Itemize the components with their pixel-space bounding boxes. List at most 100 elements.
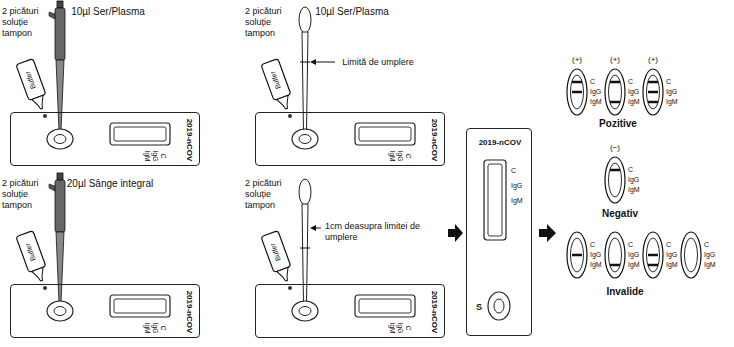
result-cassette bbox=[681, 232, 701, 278]
line-marker: IgG bbox=[511, 182, 522, 190]
test-line bbox=[648, 91, 658, 94]
line-marker: IgG bbox=[628, 88, 639, 96]
step-note: 2 picături soluție tampon bbox=[2, 178, 52, 211]
test-cassette: 2019-nCOVCIgGIgMS bbox=[466, 128, 532, 336]
device-name: 2019-nCOV bbox=[429, 119, 439, 162]
line-marker: C bbox=[590, 78, 595, 86]
result-label: (+) bbox=[610, 55, 620, 65]
test-line bbox=[648, 101, 658, 104]
sample-well bbox=[494, 299, 504, 313]
line-marker: C bbox=[704, 241, 709, 249]
result-window bbox=[647, 75, 660, 109]
line-marker: IgM bbox=[628, 98, 640, 106]
result-cassette bbox=[567, 232, 587, 278]
line-marker: C bbox=[404, 154, 412, 159]
line-marker: IgM bbox=[704, 261, 716, 269]
fill-mark bbox=[300, 248, 310, 249]
line-marker: IgG bbox=[704, 251, 715, 259]
result-label: (+) bbox=[572, 55, 582, 65]
device-name: 2019-nCOV bbox=[184, 119, 194, 162]
sample-well bbox=[488, 292, 510, 320]
arrowhead bbox=[310, 225, 316, 231]
line-marker: IgG bbox=[628, 176, 639, 184]
drop bbox=[43, 114, 47, 118]
line-marker: C bbox=[590, 241, 595, 249]
arrowhead bbox=[310, 59, 316, 65]
line-marker: C bbox=[159, 154, 167, 159]
result-window bbox=[609, 75, 622, 109]
fill-note: Limită de umplere bbox=[342, 57, 414, 68]
fill-note: 1cm deasupra limitei de umplere bbox=[325, 221, 435, 243]
drop bbox=[43, 286, 47, 290]
result-window bbox=[609, 163, 622, 197]
test-line bbox=[648, 81, 658, 84]
step-note: 20µl Sânge integral bbox=[67, 178, 153, 190]
line-marker: IgM bbox=[511, 197, 523, 205]
step-note: 2 picături soluție tampon bbox=[245, 178, 295, 211]
device-name: 2019-nCOV bbox=[184, 291, 194, 334]
test-line bbox=[572, 81, 582, 84]
line-marker: IgM bbox=[143, 323, 151, 334]
device-name: 2019-nCOV bbox=[479, 138, 522, 148]
result-label: Pozitive bbox=[599, 118, 637, 130]
result-label: Negativ bbox=[602, 208, 638, 220]
sample-marker: S bbox=[476, 302, 482, 313]
line-marker: IgM bbox=[666, 261, 678, 269]
line-marker: C bbox=[159, 326, 167, 331]
line-marker: IgM bbox=[666, 98, 678, 106]
line-marker: IgM bbox=[143, 151, 151, 162]
line-marker: IgM bbox=[628, 261, 640, 269]
test-line bbox=[610, 81, 620, 84]
step-note: 2 picături soluție tampon bbox=[2, 6, 52, 39]
line-marker: IgG bbox=[151, 323, 159, 333]
line-marker: C bbox=[628, 241, 633, 249]
line-marker: IgM bbox=[590, 98, 602, 106]
line-marker: IgM bbox=[388, 151, 396, 162]
device-name: 2019-nCOV bbox=[429, 291, 439, 334]
line-marker: IgG bbox=[666, 251, 677, 259]
test-line bbox=[610, 169, 620, 172]
result-window bbox=[571, 75, 584, 109]
line-marker: IgG bbox=[666, 88, 677, 96]
test-line bbox=[572, 254, 582, 257]
test-line bbox=[648, 254, 658, 257]
result-window bbox=[488, 164, 502, 236]
result-window bbox=[685, 238, 698, 272]
result-cassette bbox=[605, 232, 625, 278]
drop bbox=[288, 114, 292, 118]
flow-arrow bbox=[539, 224, 556, 242]
result-window bbox=[647, 238, 660, 272]
result-label: (−) bbox=[610, 143, 620, 153]
leader-line bbox=[314, 62, 335, 63]
step-note: 2 picături soluție tampon bbox=[245, 6, 295, 39]
line-marker: C bbox=[404, 326, 412, 331]
line-marker: IgG bbox=[396, 151, 404, 161]
result-window bbox=[609, 238, 622, 272]
test-cassette: 2019-nCOVCIgGIgM bbox=[10, 112, 200, 166]
test-cassette: 2019-nCOV CIgGIgM bbox=[255, 284, 445, 338]
result-cassette bbox=[643, 232, 663, 278]
flow-arrow bbox=[448, 224, 463, 242]
line-marker: C bbox=[628, 78, 633, 86]
result-cassette bbox=[643, 69, 663, 115]
result-label: Invalide bbox=[606, 286, 643, 298]
drop bbox=[288, 286, 292, 290]
line-marker: IgG bbox=[590, 88, 601, 96]
test-line bbox=[610, 264, 620, 267]
result-cassette bbox=[605, 69, 625, 115]
test-line bbox=[648, 264, 658, 267]
result-window bbox=[484, 160, 506, 240]
line-marker: IgG bbox=[590, 251, 601, 259]
line-marker: C bbox=[666, 241, 671, 249]
step-note: 10µl Ser/Plasma bbox=[315, 6, 389, 18]
result-window bbox=[571, 238, 584, 272]
line-marker: IgG bbox=[396, 323, 404, 333]
test-line bbox=[610, 101, 620, 104]
line-marker: IgM bbox=[590, 261, 602, 269]
result-label: (+) bbox=[648, 55, 658, 65]
line-marker: IgM bbox=[388, 323, 396, 334]
test-cassette: 2019-nCOV CIgGIgM bbox=[255, 112, 445, 166]
line-marker: IgG bbox=[628, 251, 639, 259]
result-examples bbox=[567, 69, 701, 278]
